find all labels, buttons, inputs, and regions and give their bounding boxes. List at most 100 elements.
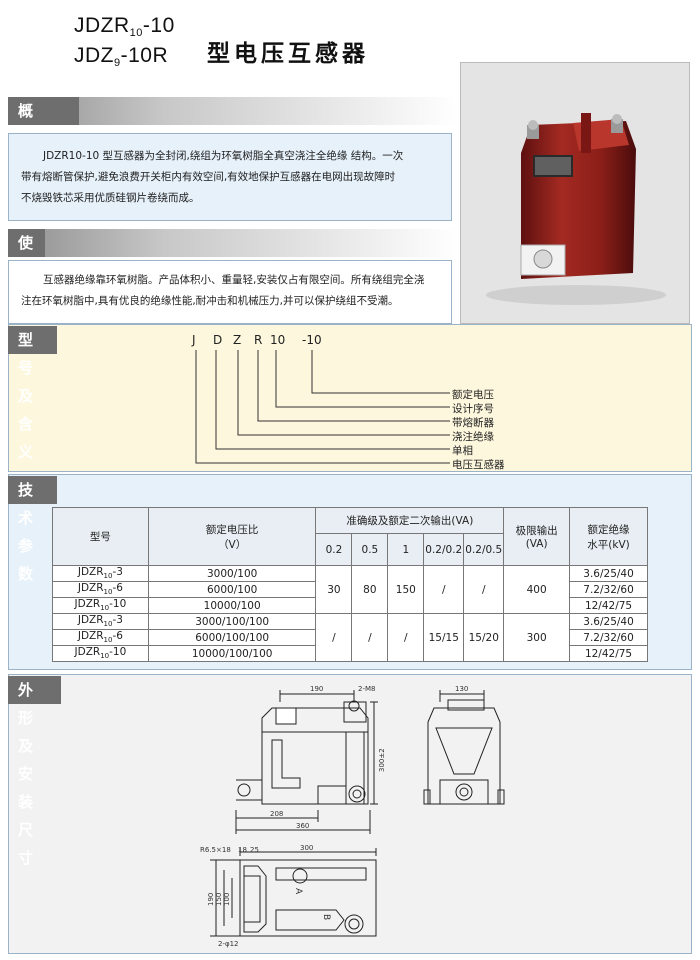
cell-model: JDZR10-3 [52, 565, 149, 582]
dim-plan-a: 18 [238, 846, 247, 854]
cell-limit: 300 [503, 613, 571, 662]
cell-ratio: 3000/100 [147, 565, 317, 582]
cell-model: JDZR10-6 [52, 629, 149, 646]
dimensions-panel [8, 674, 692, 954]
table-row: JDZR10-3 3000/100/100 / / / 15/15 15/20 … [52, 613, 648, 662]
table-row: JDZR10-6 6000/100/100 7.2/32/60 [52, 629, 648, 646]
cell-acc: / [423, 565, 465, 614]
conditions-line-2: 注在环氧树脂中,具有优良的绝缘性能,耐冲击和机械压力,并可以保护绕组不受潮。 [21, 295, 399, 307]
model-heading: 型号及含义 [8, 326, 58, 461]
table-row: JDZR10-6 6000/100 7.2/32/60 [52, 581, 648, 598]
meaning-with-fuse: 带熔断器 [452, 417, 494, 429]
dim-plan-slot: R6.5×18 [200, 846, 231, 854]
dim-plan-holes: 2-φ12 [218, 940, 239, 948]
dim-front-overall: 360 [296, 822, 309, 830]
cell-ratio: 3000/100/100 [147, 613, 317, 630]
meaning-rated-voltage: 额定电压 [452, 389, 494, 401]
front-view-drawing [235, 690, 378, 834]
dim-plan-b: 25 [250, 846, 259, 854]
header-insulation-unit: 水平(kV) [587, 538, 630, 551]
cell-insulation: 7.2/32/60 [569, 629, 648, 646]
header-accuracy: 准确级及额定二次输出(VA) [315, 507, 505, 534]
cell-acc: 15/15 [423, 613, 465, 662]
title-product-name: 型电压互感器 [207, 41, 369, 67]
overview-line-2: 带有熔断管保护,避免浪费开关柜内有效空间,有效地保护互感器在电网出现故障时 [21, 171, 396, 183]
cell-acc: 30 [315, 565, 353, 614]
dim-plan-h3: 100 [223, 893, 231, 906]
header-acc-0-2: 0.2 [315, 533, 353, 566]
table-row: JDZR10-3 3000/100 30 80 150 / / 400 3.6/… [52, 565, 648, 614]
cell-model: JDZR10-10 [52, 597, 149, 614]
header-ratio-unit: （V） [218, 538, 247, 551]
overview-panel: JDZR10-10 型互感器为全封闭,绕组为环氧树脂全真空浇注全绝缘 结构。一次… [8, 133, 452, 221]
cell-insulation: 12/42/75 [569, 597, 648, 614]
dim-front-height: 300±2 [378, 748, 386, 772]
cell-insulation: 3.6/25/40 [569, 613, 648, 630]
overview-line-1: JDZR10-10 型互感器为全封闭,绕组为环氧树脂全真空浇注全绝缘 结构。一次 [43, 150, 404, 162]
dim-front-bolt: 2-M8 [358, 685, 375, 693]
cell-limit: 400 [503, 565, 571, 614]
header-ratio-label: 额定电压比 [205, 523, 259, 536]
plan-view-drawing [210, 848, 377, 937]
code-letter-j: J [192, 333, 196, 347]
dim-plan-length: 300 [300, 844, 313, 852]
meaning-single-phase: 单相 [452, 445, 473, 457]
title-model-2: JDZ9-10R [74, 44, 169, 69]
cell-acc: 150 [387, 565, 425, 614]
code-letter-z: Z [233, 333, 242, 347]
cell-ratio: 10000/100/100 [147, 645, 317, 662]
cell-acc: / [351, 613, 389, 662]
outline-drawings: 190 2-M8 300±2 208 360 130 R6.5×18 18 25… [200, 685, 505, 948]
model-leader-lines [195, 350, 450, 464]
cell-acc: / [387, 613, 425, 662]
cell-model: JDZR10-3 [52, 613, 149, 630]
header-limit-label: 极限输出 [515, 525, 558, 537]
cell-model: JDZR10-10 [52, 645, 149, 662]
dim-front-top: 190 [310, 685, 323, 693]
cell-acc: / [463, 565, 505, 614]
cell-acc: 15/20 [463, 613, 505, 662]
title-model-1: JDZR10-10 [74, 14, 175, 39]
plan-mark-a: A [293, 888, 303, 895]
product-photo [460, 62, 690, 324]
dim-side-top: 130 [455, 685, 468, 693]
cell-model: JDZR10-6 [52, 581, 149, 598]
cell-insulation: 7.2/32/60 [569, 581, 648, 598]
dim-front-inner: 208 [270, 810, 283, 818]
header-acc-0-2-0-2: 0.2/0.2 [423, 533, 465, 566]
meaning-voltage-transformer: 电压互感器 [452, 459, 505, 471]
cell-ratio: 6000/100 [147, 581, 317, 598]
cell-insulation: 12/42/75 [569, 645, 648, 662]
header-limit: 极限输出(VA) [503, 507, 571, 566]
header-limit-unit: (VA) [525, 538, 548, 550]
cell-ratio: 6000/100/100 [147, 629, 317, 646]
dim-plan-h1: 190 [207, 893, 215, 906]
specs-table: 型号 额定电压比 （V） 准确级及额定二次输出(VA) 极限输出(VA) 额定绝缘… [52, 507, 648, 662]
side-view-drawing [423, 690, 505, 805]
plan-mark-b: B [321, 914, 331, 920]
cell-ratio: 10000/100 [147, 597, 317, 614]
code-design-number: 10 [270, 333, 286, 347]
header-acc-0-2-0-5: 0.2/0.5 [463, 533, 505, 566]
header-model: 型号 [52, 507, 149, 566]
conditions-panel: 互感器绝缘靠环氧树脂。产品体积小、重量轻,安装仅占有限空间。所有绕组完全浇 注在… [8, 260, 452, 324]
table-row: JDZR10-10 10000/100/100 12/42/75 [52, 645, 648, 662]
overview-line-3: 不烧毁铁芯采用优质硅钢片卷绕而成。 [21, 192, 200, 204]
header-acc-0-5: 0.5 [351, 533, 389, 566]
header-insulation: 额定绝缘水平(kV) [569, 507, 648, 566]
code-letter-d: D [213, 333, 223, 347]
header-insulation-label: 额定绝缘 [587, 523, 630, 536]
cell-acc: 80 [351, 565, 389, 614]
meaning-cast-insulation: 浇注绝缘 [452, 431, 494, 443]
overview-heading: 概 述 [8, 97, 80, 148]
meaning-design-number: 设计序号 [452, 403, 494, 415]
dim-plan-h2: 150 [215, 893, 223, 906]
header-ratio: 额定电压比 （V） [147, 507, 317, 566]
code-rated-voltage: -10 [302, 333, 322, 347]
cell-acc: / [315, 613, 353, 662]
dimensions-heading: 外形及安装尺寸 [8, 676, 62, 867]
cell-insulation: 3.6/25/40 [569, 565, 648, 582]
header-acc-1: 1 [387, 533, 425, 566]
model-panel [8, 324, 692, 472]
conditions-line-1: 互感器绝缘靠环氧树脂。产品体积小、重量轻,安装仅占有限空间。所有绕组完全浇 [43, 274, 425, 286]
